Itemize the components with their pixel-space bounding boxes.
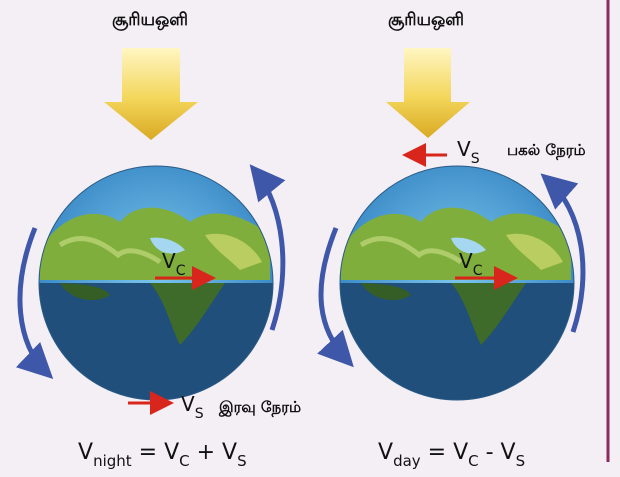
right-panel: சூரியஒளி VS பகல் நேரம் VC Vday = VC - VS xyxy=(317,10,586,470)
rotation-arrow-right-icon xyxy=(249,164,286,331)
earth-globe-icon xyxy=(340,166,574,400)
night-equation: Vnight = VC + VS xyxy=(78,440,247,470)
sunlight-arrow-icon xyxy=(386,48,470,138)
sunlight-label: சூரியஒளி xyxy=(112,10,188,31)
vc-label: VC xyxy=(459,249,483,279)
day-time-label: பகல் நேரம் xyxy=(507,141,586,160)
sunlight-label: சூரியஒளி xyxy=(388,10,464,31)
vs-label: VS xyxy=(457,137,480,167)
sunlight-arrow-icon xyxy=(104,48,198,140)
earth-globe-icon xyxy=(39,166,273,400)
vc-label: VC xyxy=(162,249,186,279)
rotation-arrow-left-icon xyxy=(15,227,54,379)
rotation-arrow-right-icon xyxy=(540,173,586,333)
left-panel: சூரியஒளி VC VS இரவு நேரம் Vnight = VC + … xyxy=(15,10,301,470)
day-equation: Vday = VC - VS xyxy=(378,440,525,470)
night-time-label: இரவு நேரம் xyxy=(218,398,301,417)
rotation-arrow-left-icon xyxy=(317,227,354,368)
globe-outline xyxy=(339,165,575,401)
vs-label: VS xyxy=(181,392,204,422)
